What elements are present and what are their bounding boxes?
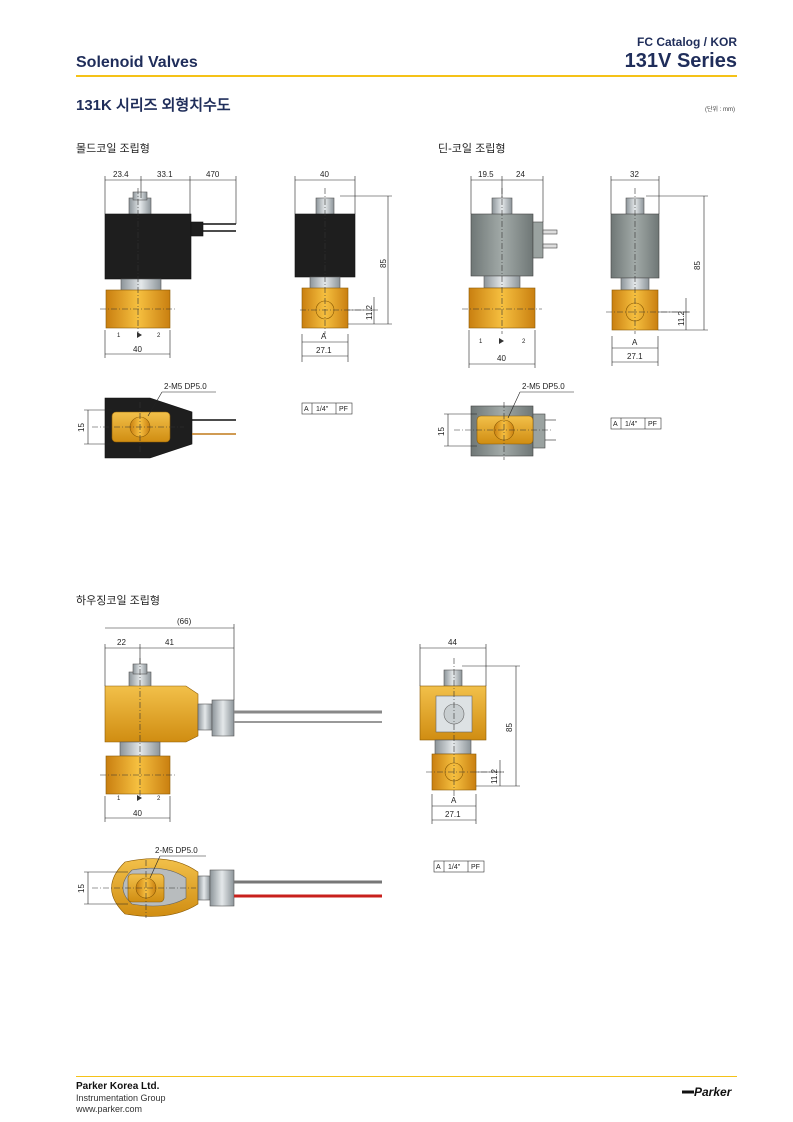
dim-housing-22: 22 [117, 638, 126, 647]
header-catalog-label: FC Catalog / KOR [636, 35, 737, 49]
port-mark-1: 1 [117, 333, 121, 339]
din-side-view [606, 176, 708, 366]
header-series-title: 131V Series [624, 50, 737, 72]
flow-arrow-marks [137, 332, 504, 801]
mold-bottom-view [84, 391, 236, 459]
section-title-mold: 몰드코일 조립형 [76, 143, 150, 155]
dim-din-side-11-2: 11.2 [677, 310, 686, 326]
dim-mold-side-11-2: 11.2 [365, 304, 374, 320]
section-title-din: 딘-코일 조립형 [438, 143, 506, 155]
dim-mold-470: 470 [206, 170, 220, 179]
spec-pf: PF [471, 864, 480, 871]
dim-din-40: 40 [497, 354, 506, 363]
dim-housing-side-11-2: 11.2 [490, 768, 499, 784]
spec-table-mold: A 1/4" PF [301, 402, 353, 415]
housing-port-mark-1: 1 [117, 796, 121, 802]
housing-bottom-view [84, 855, 382, 918]
housing-front-view [100, 624, 382, 822]
section-title-housing: 하우징코일 조립형 [76, 595, 161, 607]
dim-housing-side-27-1: 27.1 [445, 810, 461, 819]
dim-din-side-85: 85 [693, 261, 702, 270]
dim-mold-side-a: A [321, 332, 327, 341]
footer-divider [76, 1076, 737, 1077]
dim-din-side-27-1: 27.1 [627, 352, 643, 361]
dim-housing-41: 41 [165, 638, 174, 647]
spec-a: A [613, 421, 618, 428]
spec-a: A [436, 864, 441, 871]
housing-port-mark-2: 2 [157, 796, 161, 802]
mold-front-view [100, 176, 237, 358]
footer-company: Parker Korea Ltd. [76, 1081, 160, 1092]
footer-group: Instrumentation Group [76, 1093, 166, 1103]
dim-housing-thread: 2-M5 DP5.0 [155, 846, 198, 855]
din-front-view [462, 176, 558, 368]
page-title: 131K 시리즈 외형치수도 [76, 97, 231, 114]
spec-pf: PF [339, 406, 348, 413]
dim-mold-side-27-1: 27.1 [316, 346, 332, 355]
spec-size: 1/4" [448, 864, 461, 871]
dim-din-24: 24 [516, 170, 525, 179]
dim-housing-40: 40 [133, 809, 142, 818]
housing-side-view [419, 644, 520, 824]
din-port-mark-2: 2 [522, 339, 526, 345]
dim-mold-23-4: 23.4 [113, 170, 129, 179]
spec-a: A [304, 406, 309, 413]
din-bottom-view [444, 391, 574, 460]
spec-table-housing: A 1/4" PF [433, 860, 485, 873]
dim-din-bottom-15: 15 [437, 427, 446, 436]
dim-mold-side-40: 40 [320, 170, 329, 179]
dim-mold-40: 40 [133, 345, 142, 354]
unit-note: (단위 : mm) [704, 107, 735, 113]
dim-housing-side-44: 44 [448, 638, 457, 647]
mold-side-view [294, 176, 392, 362]
footer-url[interactable]: www.parker.com [76, 1104, 143, 1114]
spec-table-din: A 1/4" PF [610, 417, 662, 430]
dim-din-19-5: 19.5 [478, 170, 494, 179]
dim-din-side-a: A [632, 338, 638, 347]
dim-housing-bottom-15: 15 [77, 884, 86, 893]
din-port-mark-1: 1 [479, 339, 483, 345]
dim-mold-thread: 2-M5 DP5.0 [164, 382, 207, 391]
port-mark-2: 2 [157, 333, 161, 339]
parker-logo: Parker [682, 1083, 738, 1101]
dim-din-side-32: 32 [630, 170, 639, 179]
dim-housing-side-85: 85 [505, 723, 514, 732]
logo-text: Parker [694, 1085, 733, 1099]
dim-mold-bottom-15: 15 [77, 423, 86, 432]
header-divider [76, 75, 737, 77]
spec-size: 1/4" [316, 406, 329, 413]
header-product-title: Solenoid Valves [76, 54, 198, 71]
spec-size: 1/4" [625, 421, 638, 428]
spec-pf: PF [648, 421, 657, 428]
dim-mold-33-1: 33.1 [157, 170, 173, 179]
dim-housing-66: (66) [177, 617, 192, 626]
dim-mold-side-85: 85 [379, 259, 388, 268]
dim-housing-side-a: A [451, 796, 457, 805]
dim-din-thread: 2-M5 DP5.0 [522, 382, 565, 391]
